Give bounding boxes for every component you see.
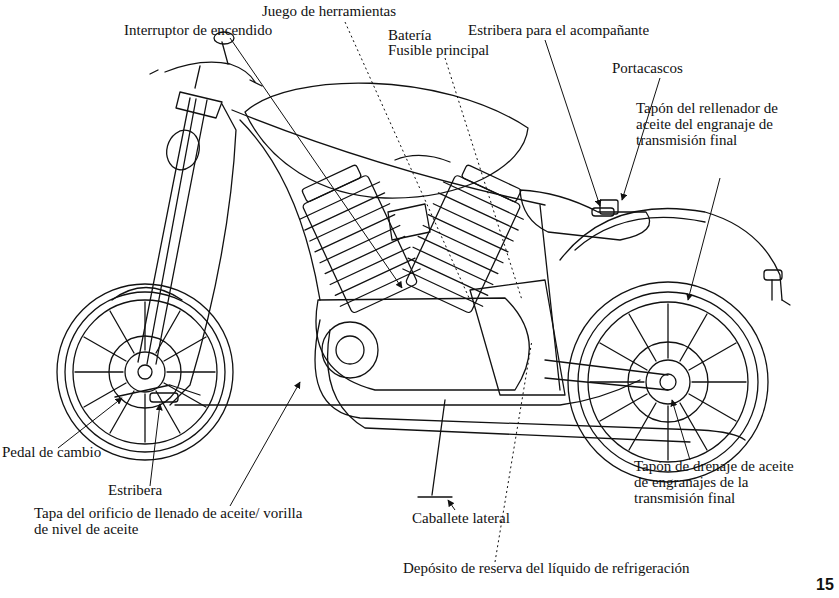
part-label: Estribera para el acompañante [468,22,698,38]
part-label: Pedal de cambio [2,444,132,460]
part-label: Interruptor de encendido [124,22,324,38]
part-label: Fusible principal [388,42,528,58]
part-label: Tapón de drenaje de aceite de engranajes… [634,458,794,506]
controls [115,200,618,497]
fuel-tank [245,83,528,198]
rear-wheel [568,282,768,482]
exhaust-pipe [315,320,745,442]
leader-lines [58,22,720,562]
part-label: Portacascos [612,60,722,76]
part-label: Caballete lateral [412,510,552,526]
engine [289,158,565,395]
page-number: 15 [816,577,839,593]
frame [170,104,668,405]
seat-fender [520,190,790,305]
part-label: Tapa del orificio de llenado de aceite/ … [34,505,306,537]
part-label: Juego de herramientas [262,3,462,19]
part-label: Depósito de reserva del líquido de refri… [403,560,733,576]
front-wheel [57,284,233,460]
front-end [112,32,262,364]
part-label: Estribera [108,482,198,498]
part-label: Tapón del rellenador de aceite del engra… [636,100,778,148]
